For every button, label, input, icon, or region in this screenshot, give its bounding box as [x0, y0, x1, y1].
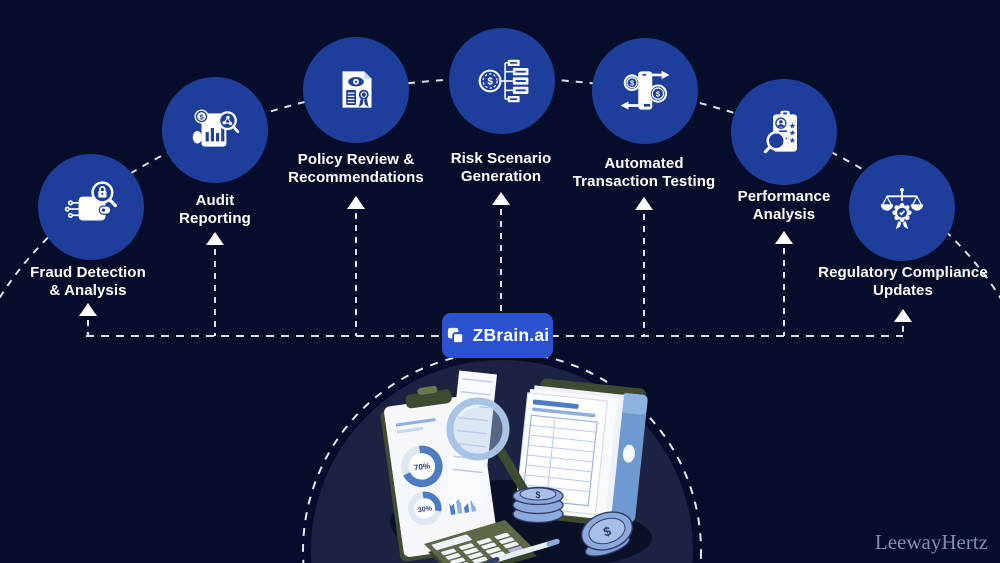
- pen: [486, 538, 560, 563]
- pie-value-30: 30%: [418, 505, 434, 514]
- scale-award-badge-icon: [880, 188, 924, 230]
- label-line: Audit: [195, 192, 235, 209]
- wallet-security-magnifier-icon: [64, 181, 117, 221]
- svg-text:★: ★: [789, 136, 796, 145]
- node-audit-reporting: $: [162, 77, 268, 183]
- svg-text:$: $: [199, 113, 204, 122]
- node-policy-review: [303, 37, 409, 143]
- label-risk-scenario: Risk Scenario Generation: [391, 150, 611, 187]
- label-line: Transaction Testing: [572, 173, 716, 191]
- coin-stack: $: [512, 486, 564, 524]
- label-line: Reporting: [179, 210, 251, 228]
- label-line: Fraud Detection: [30, 264, 146, 281]
- svg-text:$: $: [656, 90, 661, 99]
- connector-arc: [0, 77, 1000, 300]
- svg-text:$: $: [630, 80, 634, 87]
- svg-text:$: $: [535, 490, 540, 500]
- label-line: Generation: [460, 168, 542, 186]
- label-policy-review: Policy Review & Recommendations: [246, 151, 466, 188]
- node-risk-scenario: $: [449, 28, 555, 134]
- up-arrows: [79, 192, 912, 322]
- label-fraud-detection: Fraud Detection & Analysis: [0, 264, 198, 301]
- dollar-flowchart-icon: $: [478, 59, 529, 103]
- phone-transfer-coins-icon: $ $: [620, 70, 670, 110]
- label-line: Risk Scenario: [450, 150, 552, 167]
- binder-book: [515, 378, 648, 528]
- financial-audit-illustration: 70% 30%: [380, 370, 652, 563]
- svg-text:$: $: [487, 77, 493, 88]
- node-regulatory-compliance: [849, 155, 955, 261]
- layered-squares-icon: [447, 327, 464, 345]
- vertical-dashed-stems: [87, 209, 904, 336]
- zbrain-badge: ZBrain.ai: [442, 313, 553, 358]
- label-line: Recommendations: [288, 169, 424, 187]
- label-line: Updates: [873, 282, 933, 300]
- node-performance-analysis: ★ ★ ★: [731, 79, 837, 185]
- node-transaction-testing: $ $: [592, 38, 698, 144]
- label-performance-analysis: Performance Analysis: [674, 188, 894, 225]
- label-line: & Analysis: [49, 282, 127, 300]
- magnifier: [446, 397, 535, 505]
- svg-text:★: ★: [789, 121, 796, 130]
- clipboard-stars-magnifier-icon: ★ ★ ★: [763, 110, 797, 154]
- node-fraud-detection: [38, 154, 144, 260]
- label-regulatory-compliance: Regulatory Compliance Updates: [793, 264, 1000, 301]
- label-line: Policy Review &: [297, 151, 415, 168]
- leewayhertz-watermark: LeewayHertz: [874, 530, 988, 554]
- label-line: Analysis: [752, 206, 816, 224]
- label-audit-reporting: Audit Reporting: [105, 192, 325, 229]
- label-line: Regulatory Compliance: [818, 264, 988, 281]
- zbrain-badge-label: ZBrain.ai: [472, 325, 550, 345]
- pie-value-70: 70%: [413, 461, 430, 472]
- report-chart-magnifier-icon: $: [192, 109, 240, 147]
- policy-document-eye-icon: [342, 71, 372, 108]
- label-transaction-testing: Automated Transaction Testing: [534, 155, 754, 192]
- center-dashed-ring: [302, 351, 702, 563]
- label-line: Performance: [737, 188, 831, 205]
- svg-text:★: ★: [789, 129, 796, 138]
- dollar-coin: $: [580, 511, 634, 557]
- label-line: Automated: [604, 155, 684, 172]
